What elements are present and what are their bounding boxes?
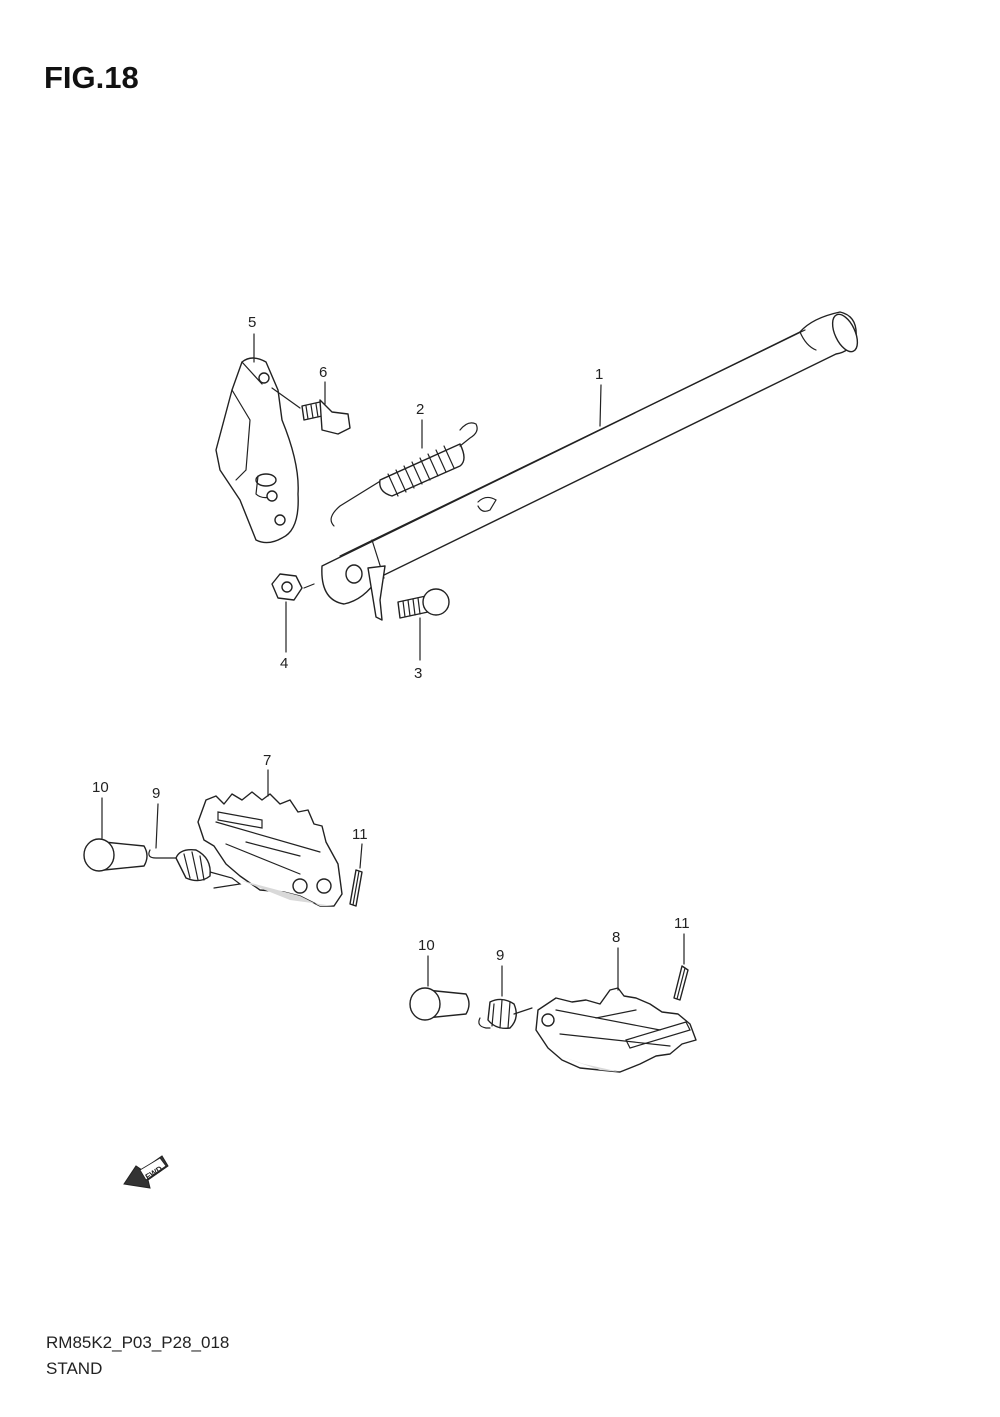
callout-5: 5 (248, 314, 256, 331)
figure-name: STAND (46, 1359, 103, 1378)
forward-direction-arrow-icon: FWD (123, 1155, 169, 1189)
stand-nut-part[interactable] (271, 573, 315, 601)
callout-11-right: 11 (674, 915, 690, 932)
cotter-pin-right-part[interactable] (673, 965, 689, 1001)
callout-7: 7 (263, 752, 271, 769)
figure-title: FIG.18 (44, 60, 139, 95)
footrest-pin-left-part[interactable] (83, 838, 148, 872)
left-footrest-part[interactable] (197, 791, 343, 907)
callout-8: 8 (612, 929, 620, 946)
callout-9-right: 9 (496, 947, 504, 964)
stand-bracket-part[interactable] (215, 357, 299, 544)
callout-9-left: 9 (152, 785, 160, 802)
callout-10-right: 10 (418, 937, 435, 954)
footrest-spring-right-part[interactable] (478, 998, 533, 1030)
stand-bolt-part[interactable] (397, 588, 450, 619)
callout-3: 3 (414, 665, 422, 682)
leader-lines (101, 333, 685, 997)
bracket-bolt-part[interactable] (271, 387, 351, 435)
right-footrest-part[interactable] (535, 987, 697, 1073)
callout-4: 4 (280, 655, 288, 672)
stand-spring-part[interactable] (330, 422, 478, 527)
footrest-spring-left-part[interactable] (148, 848, 242, 889)
callout-10-left: 10 (92, 779, 109, 796)
callout-11-left: 11 (352, 826, 368, 843)
cotter-pin-left-part[interactable] (349, 869, 363, 907)
side-stand-part[interactable] (321, 311, 863, 621)
footrest-pin-right-part[interactable] (409, 987, 470, 1021)
callout-1: 1 (595, 366, 603, 383)
callout-6: 6 (319, 364, 327, 381)
figure-code: RM85K2_P03_P28_018 (46, 1333, 230, 1352)
callout-2: 2 (416, 401, 424, 418)
